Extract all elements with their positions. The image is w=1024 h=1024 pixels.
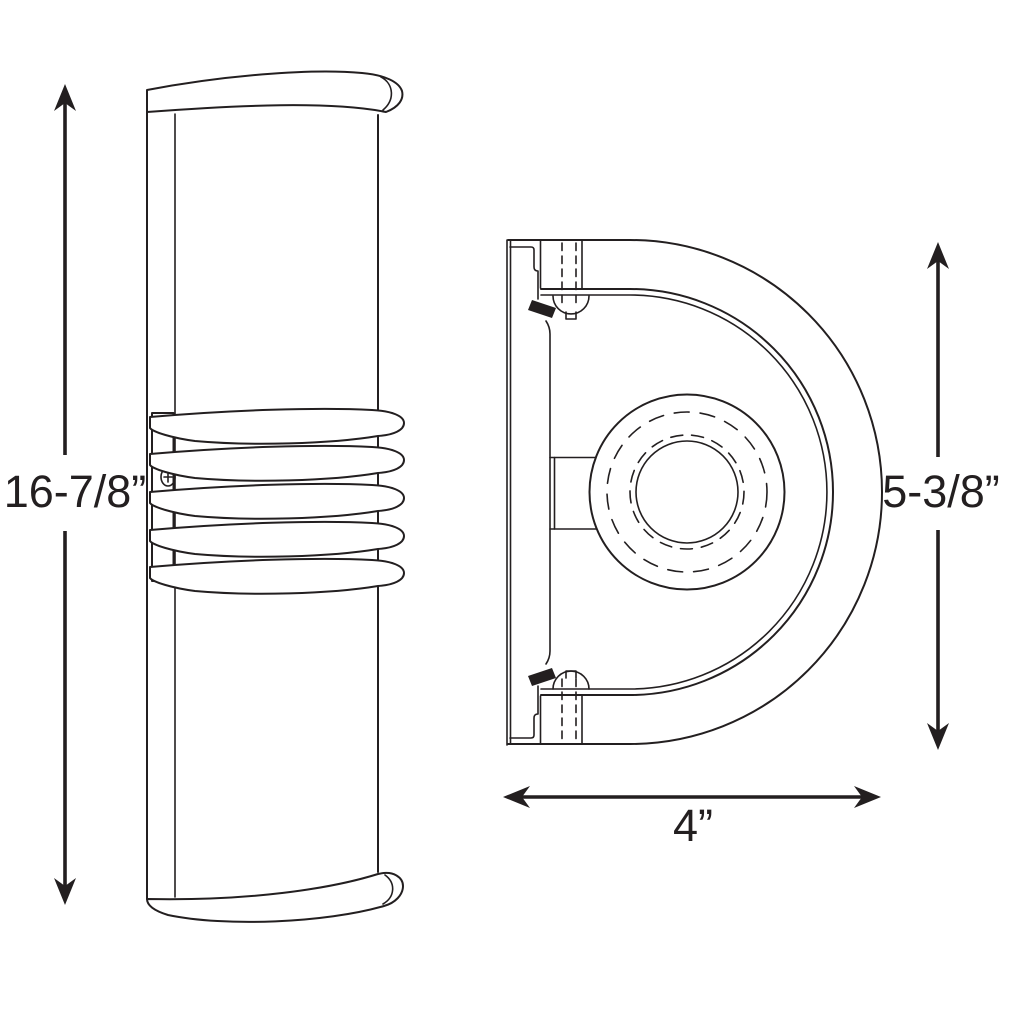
louver-band xyxy=(149,407,405,445)
top-cap xyxy=(146,70,404,113)
side-view-outline xyxy=(507,239,883,745)
top-cap-rim xyxy=(380,76,393,111)
arrow-down-icon xyxy=(927,723,949,750)
center-support-arm xyxy=(549,456,601,530)
depth-dimension-label: 4” xyxy=(673,800,713,851)
arrow-up-icon xyxy=(927,242,949,269)
top-screw-head xyxy=(552,295,590,315)
side-height-dimension-label: 5-3/8” xyxy=(882,466,1000,517)
lamp-dashed-circle-inner xyxy=(629,434,745,550)
front-view-louvers xyxy=(149,407,405,595)
lamp-inner-circle xyxy=(635,440,739,544)
depth-dimension: 4” xyxy=(503,786,881,851)
bottom-screw-head xyxy=(552,670,590,690)
top-screw xyxy=(552,295,590,320)
inner-shell-outer-line xyxy=(540,288,834,696)
bottom-cap xyxy=(146,872,404,923)
louver-band xyxy=(149,520,405,558)
arrow-up-icon xyxy=(54,84,76,111)
lamp-outer-circle xyxy=(588,393,786,591)
height-dimension-label: 16-7/8” xyxy=(4,466,147,517)
arrow-right-icon xyxy=(854,786,881,808)
louver-band xyxy=(149,444,405,482)
diffuser-back-edge xyxy=(545,320,551,665)
mounting-blocks xyxy=(539,240,583,744)
wall-plate xyxy=(506,239,539,746)
wall-plate-bottom-hook xyxy=(509,685,539,739)
inner-shell-inner-line xyxy=(540,294,828,690)
lamp-dashed-circle-outer xyxy=(606,411,768,573)
arrow-left-icon xyxy=(503,786,530,808)
front-view-top-cap xyxy=(146,70,404,113)
louver-band xyxy=(149,482,405,520)
side-view xyxy=(506,239,883,746)
wall-plate-top-hook xyxy=(509,246,539,300)
arrow-down-icon xyxy=(54,878,76,905)
side-height-dimension: 5-3/8” xyxy=(882,242,1000,750)
height-dimension: 16-7/8” xyxy=(4,84,147,905)
outer-shell xyxy=(507,239,883,745)
bottom-cap-rim xyxy=(382,874,394,905)
top-clip-wedge xyxy=(528,300,556,318)
front-view xyxy=(146,70,405,923)
bottom-screw-notch xyxy=(565,670,577,679)
top-screw-notch xyxy=(565,311,577,320)
front-view-bottom-cap xyxy=(146,872,404,923)
louver-band xyxy=(149,557,405,595)
lamp-circles xyxy=(588,393,786,591)
bottom-clip-wedge xyxy=(528,668,556,686)
bottom-screw xyxy=(552,670,590,690)
